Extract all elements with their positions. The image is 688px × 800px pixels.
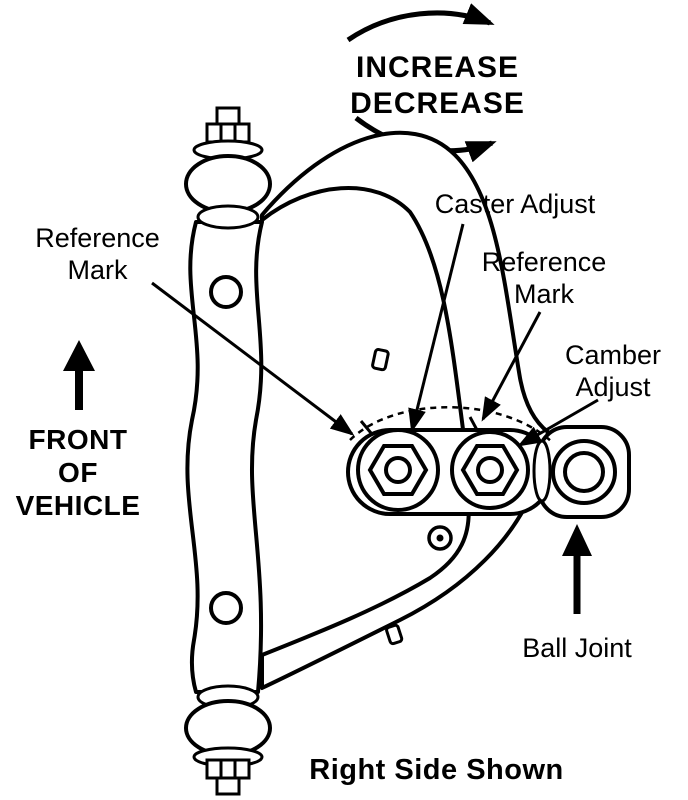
reference-mark-right-arrow [481, 311, 542, 422]
front-of-vehicle-line1: FRONT [28, 424, 128, 455]
arm-hole-lower [209, 591, 243, 625]
caster-cam-stud [384, 456, 412, 484]
camber-adjust-label: Camber Adjust [545, 340, 681, 404]
reference-mark-right-label: Reference Mark [468, 247, 620, 311]
caster-adjust-label: Caster Adjust [434, 189, 596, 219]
bottom-nut [205, 758, 251, 780]
upper-arm-outline [185, 130, 550, 694]
reference-mark-right-tick [468, 416, 479, 431]
pivot-hole-dot [436, 534, 444, 542]
camber-adjust-line2: Adjust [575, 371, 651, 402]
reference-mark-right-line2: Mark [514, 278, 574, 309]
reference-mark-left-line1: Reference [35, 223, 160, 253]
arm-left-band [185, 220, 264, 694]
increase-label: INCREASE [355, 51, 520, 84]
top-bushing [184, 154, 272, 214]
front-of-vehicle-line3: VEHICLE [15, 490, 141, 522]
ball-joint-stud [563, 451, 605, 493]
bottom-bolt-head [215, 776, 241, 796]
ball-joint-housing [532, 425, 631, 519]
front-of-vehicle-label: FRONT OF VEHICLE [2, 423, 154, 522]
ball-joint-arrow-head [562, 524, 592, 556]
reference-mark-right-line1: Reference [481, 247, 607, 277]
arm-hole-upper [209, 275, 243, 309]
diagram-caption: Right Side Shown [309, 754, 564, 786]
arm-slot-lower [385, 623, 404, 646]
ball-joint-washer [532, 439, 552, 503]
camber-adjust-arrow [517, 398, 599, 447]
direction-arrows [63, 340, 592, 614]
reference-mark-left-label: Reference Mark [20, 223, 175, 287]
bottom-bushing-assembly [184, 684, 272, 796]
top-nut [205, 122, 251, 144]
decrease-label: DECREASE [350, 87, 525, 120]
top-collar [196, 204, 260, 230]
camber-adjust-line1: Camber [564, 340, 662, 370]
reference-mark-left-line2: Mark [67, 254, 128, 285]
reference-mark-left-arrow [151, 281, 355, 436]
arm-slot-upper [371, 348, 390, 372]
caster-adjust-arrow [408, 223, 465, 433]
top-bolt-head [215, 106, 241, 126]
callout-arrows [151, 223, 599, 447]
top-bushing-assembly [184, 106, 272, 230]
reference-mark-left-tick [359, 420, 373, 434]
camber-cam-stud [476, 456, 504, 484]
front-of-vehicle-line2: OF [58, 457, 98, 489]
caster-cam-bolt [356, 428, 440, 512]
arm-right-loop [260, 130, 550, 690]
ball-joint-label: Ball Joint [522, 633, 632, 663]
front-of-vehicle-arrow-head [63, 340, 95, 371]
camber-cam-bolt [450, 430, 530, 510]
adjuster-block [346, 406, 631, 551]
increase-arc-arrow [346, 3, 495, 43]
